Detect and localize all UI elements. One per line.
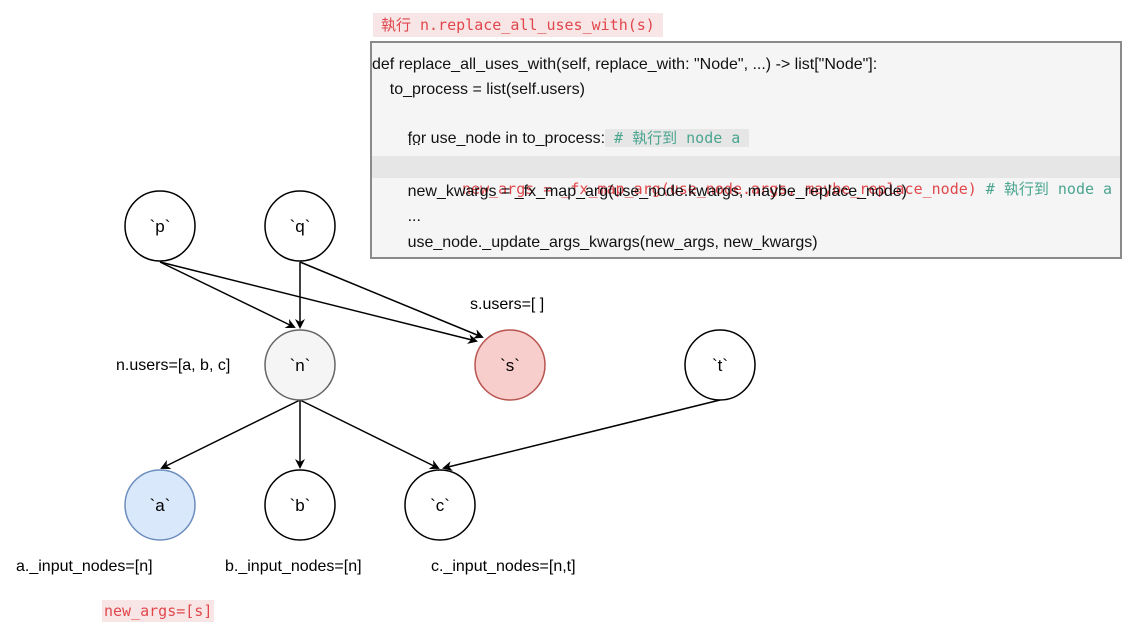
node-s-label: `s` [500, 356, 520, 375]
title-chip: 執行 n.replace_all_uses_with(s) [373, 13, 663, 37]
c-input-nodes-label: c._input_nodes=[n,t] [431, 558, 576, 575]
b-input-nodes-label: b._input_nodes=[n] [225, 558, 362, 575]
node-s: `s` [474, 329, 546, 401]
code-line-3-comment: # 執行到 node a [605, 129, 750, 147]
node-c-label: `c` [430, 496, 450, 515]
code-line-6: new_kwargs = _fx_map_arg(use_node.kwargs… [372, 183, 907, 200]
node-p: `p` [124, 190, 196, 262]
edge-n-a [160, 399, 301, 469]
edge-p-n [159, 261, 296, 329]
node-n: `n` [264, 329, 336, 401]
a-input-nodes-label: a._input_nodes=[n] [16, 558, 153, 575]
node-q-label: `q` [290, 217, 311, 236]
code-line-3-code: for use_node in to_process: [389, 130, 606, 147]
s-users-label: s.users=[ ] [470, 296, 545, 313]
code-block: def replace_all_uses_with(self, replace_… [370, 41, 1122, 259]
node-c: `c` [404, 469, 476, 541]
edge-q-s [299, 261, 484, 339]
edge-p-s [159, 261, 478, 344]
code-line-5-comment: # 執行到 node a [976, 180, 1122, 198]
node-b-label: `b` [290, 496, 311, 515]
node-b: `b` [264, 469, 336, 541]
node-q: `q` [264, 190, 336, 262]
edge-n-c [299, 399, 440, 469]
new-args-chip: new_args=[s] [102, 600, 215, 622]
code-line-8: use_node._update_args_kwargs(new_args, n… [372, 234, 818, 251]
node-t-label: `t` [712, 356, 728, 375]
n-users-label: n.users=[a, b, c] [116, 357, 231, 374]
code-line-3: for use_node in to_process: # 執行到 node a [372, 105, 750, 147]
code-line-1: def replace_all_uses_with(self, replace_… [372, 56, 878, 73]
code-line-5: new_args = _fx_map_arg(use_node.args, ma… [372, 156, 1120, 198]
edge-t-c [442, 399, 721, 471]
node-a: `a` [124, 469, 196, 541]
code-line-2: to_process = list(self.users) [372, 81, 585, 98]
code-line-7: ... [372, 208, 421, 225]
node-p-label: `p` [150, 217, 171, 236]
code-line-5-code: new_args = _fx_map_arg(use_node.args, ma… [389, 180, 977, 198]
node-t: `t` [684, 329, 756, 401]
code-line-4: ... [372, 132, 421, 149]
node-n-label: `n` [290, 356, 311, 375]
node-a-label: `a` [150, 496, 171, 515]
